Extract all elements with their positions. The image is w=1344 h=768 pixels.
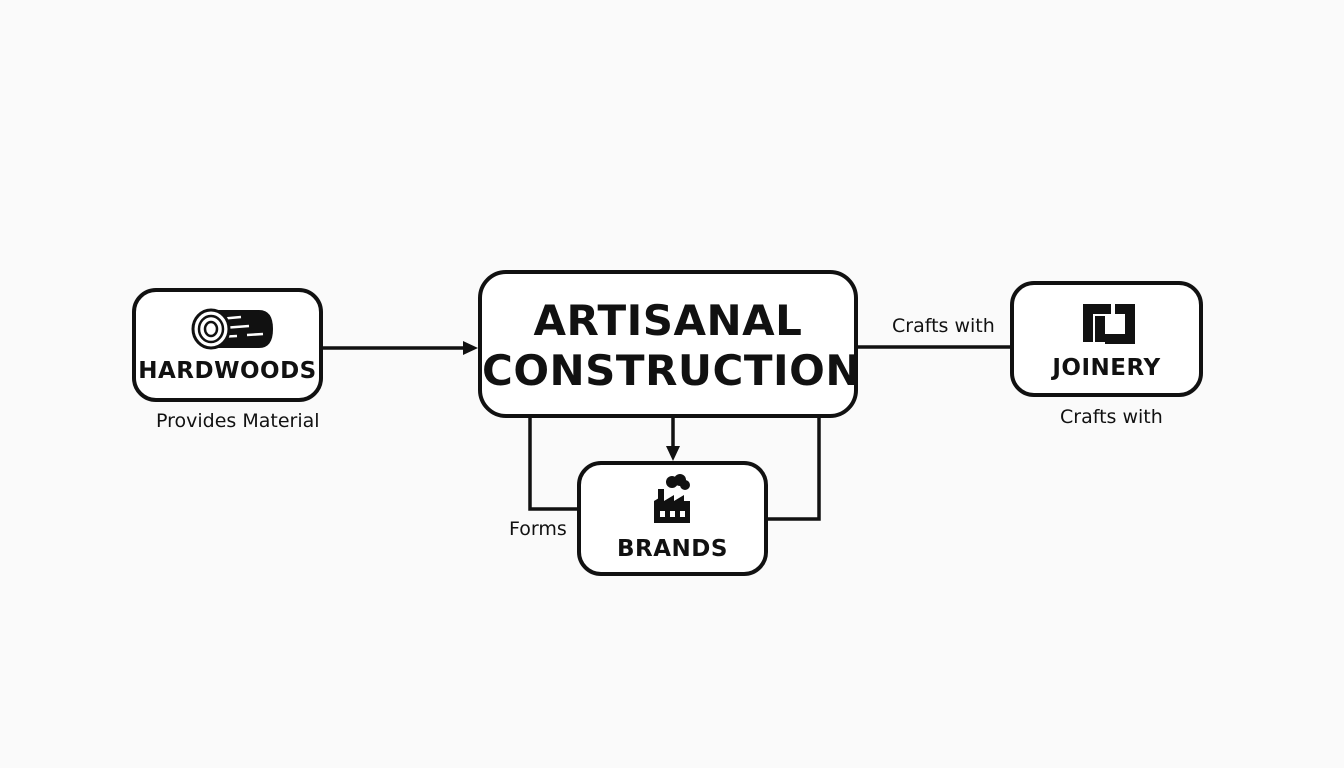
joinery-icon [1083,304,1135,344]
log-icon [191,308,273,350]
brands-label: BRANDS [617,536,728,562]
edge-right-bracket [766,417,821,521]
edge-label-forms: Forms [509,518,567,540]
node-joinery[interactable]: JOINERY [1010,281,1203,397]
node-hardwoods[interactable]: HARDWOODS [132,288,323,402]
edge-label-crafts-with-top: Crafts with [892,315,995,337]
edge-label-crafts-with-bottom: Crafts with [1060,406,1163,428]
edge-forms-left-bracket [528,417,579,511]
node-artisanal-construction[interactable]: ARTISANAL CONSTRUCTION [478,270,861,418]
factory-icon [654,474,690,523]
arrowhead-into-brands [666,446,680,461]
arrowhead-into-artisanal [463,341,478,355]
edge-label-provides-material: Provides Material [156,410,320,432]
artisanal-label-line1: ARTISANAL [533,296,803,345]
joinery-label: JOINERY [1052,355,1161,381]
hardwoods-label: HARDWOODS [138,358,317,384]
artisanal-label-line2: CONSTRUCTION [482,346,861,395]
node-brands[interactable]: BRANDS [577,461,768,576]
